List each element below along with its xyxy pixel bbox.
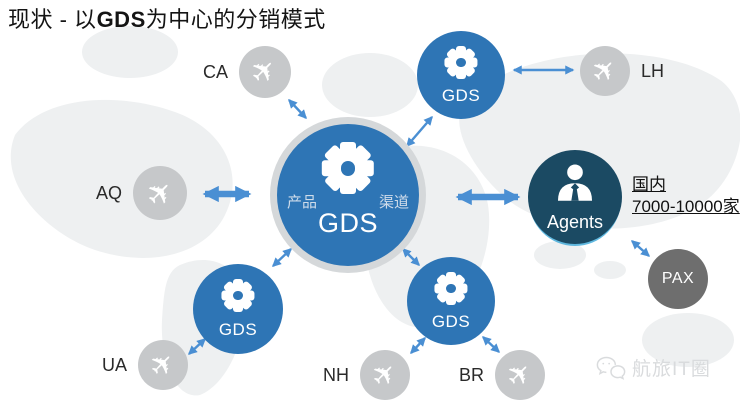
gear-icon: [444, 45, 478, 79]
airplane-icon: ✈: [580, 46, 630, 96]
gds-node-label: GDS: [441, 85, 481, 105]
title-suffix: 为中心的分销模式: [145, 7, 326, 32]
airline-node-aq: AQ ✈: [96, 166, 188, 220]
agents-node: Agents: [528, 150, 622, 244]
arrow-bcgds-nh: [410, 336, 426, 355]
airplane-icon: ✈: [495, 350, 546, 400]
agents-label: Agents: [546, 211, 604, 232]
arrow-hub-blgds: [272, 248, 292, 267]
gear-icon: [221, 279, 255, 313]
gds-node-label: GDS: [218, 319, 258, 339]
airline-code: NH: [323, 364, 349, 385]
arrow-bcgds-br: [482, 336, 500, 353]
watermark: 航旅IT圈: [596, 354, 711, 381]
wechat-icon: [596, 356, 626, 380]
title-prefix: 现状 - 以: [8, 7, 97, 32]
watermark-text: 航旅IT圈: [632, 359, 711, 380]
product-label: 产品: [286, 193, 317, 211]
gds-node-bottom-center: GDS: [407, 257, 495, 345]
airplane-icon: ✈: [138, 340, 189, 390]
airline-code: CA: [203, 61, 229, 82]
channel-label: 渠道: [379, 193, 410, 211]
airline-code: AQ: [96, 182, 123, 203]
gds-node-bottom-left: GDS: [193, 264, 283, 354]
airline-code: BR: [459, 364, 485, 385]
gear-icon: [322, 142, 374, 195]
central-gds-label: GDS: [317, 207, 378, 238]
central-gds-circle: 产品 渠道 GDS: [277, 124, 419, 266]
arrow-blgds-ua: [188, 338, 206, 355]
gear-icon: [434, 271, 468, 305]
gds-node-top: GDS: [417, 31, 505, 119]
arrow-hub-bcgds: [402, 248, 420, 266]
airline-node-lh: ✈ LH: [580, 46, 664, 96]
airline-code: LH: [641, 60, 665, 81]
airplane-icon: ✈: [239, 46, 292, 98]
agents-count-note: 国内 7000-10000家: [632, 174, 740, 218]
airline-code: UA: [102, 354, 128, 375]
title-emphasis: GDS: [96, 7, 146, 32]
airline-node-ca: CA ✈: [203, 46, 292, 98]
page-title: 现状 - 以GDS为中心的分销模式: [8, 2, 326, 34]
note-line-2: 7000-10000家: [632, 197, 740, 216]
airplane-icon: ✈: [360, 350, 410, 400]
arrow-ca-hub: [288, 99, 307, 119]
airplane-icon: ✈: [133, 166, 188, 220]
pax-label: PAX: [661, 270, 695, 287]
central-gds-hub: 产品 渠道 GDS: [270, 117, 426, 273]
airline-node-br: BR ✈: [459, 350, 546, 400]
pax-node: PAX: [648, 249, 708, 309]
arrow-agents-pax: [630, 240, 651, 257]
gds-node-label: GDS: [431, 311, 471, 331]
note-line-1: 国内: [632, 175, 666, 194]
airline-node-ua: UA ✈: [102, 340, 189, 390]
airline-node-nh: NH ✈: [323, 350, 410, 400]
person-icon: [557, 164, 593, 202]
arrow-hub-topgds: [406, 115, 433, 148]
